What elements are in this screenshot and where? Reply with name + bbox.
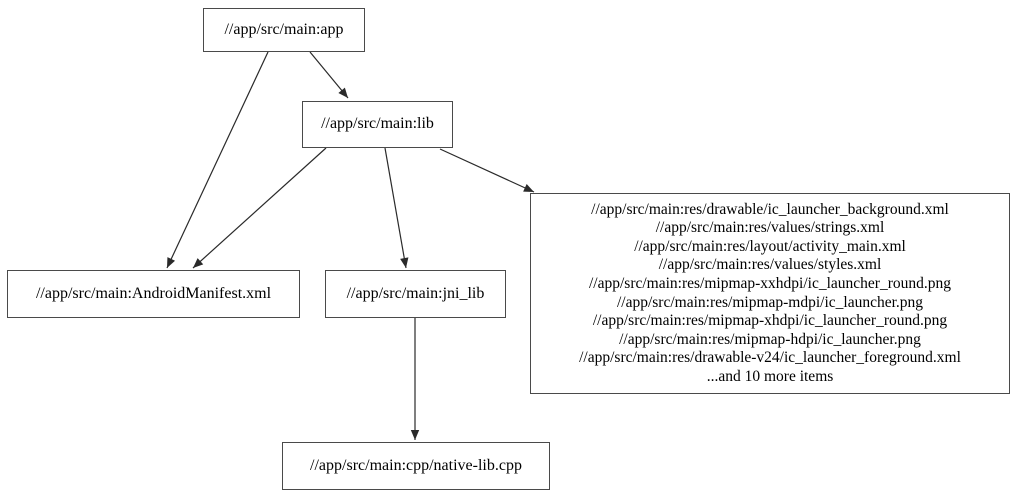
edge-lib-to-manifest <box>192 147 327 269</box>
resource-more-items: ...and 10 more items <box>706 367 834 385</box>
node-android-manifest: //app/src/main:AndroidManifest.xml <box>7 270 300 318</box>
resource-item: //app/src/main:res/mipmap-xhdpi/ic_launc… <box>592 312 948 330</box>
edge-lib-to-resources <box>439 148 535 193</box>
node-app: //app/src/main:app <box>203 8 365 52</box>
node-jni-lib: //app/src/main:jni_lib <box>325 270 506 318</box>
edge-app-to-lib <box>309 51 349 99</box>
resource-item: //app/src/main:res/layout/activity_main.… <box>634 237 906 255</box>
node-jni-lib-label: //app/src/main:jni_lib <box>346 284 485 302</box>
node-app-label: //app/src/main:app <box>224 20 344 38</box>
resource-item: //app/src/main:res/drawable/ic_launcher_… <box>591 200 949 218</box>
node-native-lib-cpp-label: //app/src/main:cpp/native-lib.cpp <box>310 456 522 474</box>
node-android-manifest-label: //app/src/main:AndroidManifest.xml <box>35 284 272 302</box>
node-resources-group: //app/src/main:res/drawable/ic_launcher_… <box>530 193 1010 394</box>
node-lib-label: //app/src/main:lib <box>321 115 434 133</box>
resource-item: //app/src/main:res/mipmap-mdpi/ic_launch… <box>616 293 924 311</box>
resource-item: //app/src/main:res/mipmap-hdpi/ic_launch… <box>619 330 921 348</box>
resource-item: //app/src/main:res/mipmap-xxhdpi/ic_laun… <box>588 274 951 292</box>
edge-app-to-manifest <box>166 51 269 269</box>
edge-lib-to-jni-lib <box>384 147 409 269</box>
node-native-lib-cpp: //app/src/main:cpp/native-lib.cpp <box>282 442 550 490</box>
resource-item: //app/src/main:res/values/styles.xml <box>658 256 882 274</box>
resource-item: //app/src/main:res/values/strings.xml <box>655 219 885 237</box>
resource-item: //app/src/main:res/drawable-v24/ic_launc… <box>579 349 961 367</box>
node-lib: //app/src/main:lib <box>302 101 453 148</box>
